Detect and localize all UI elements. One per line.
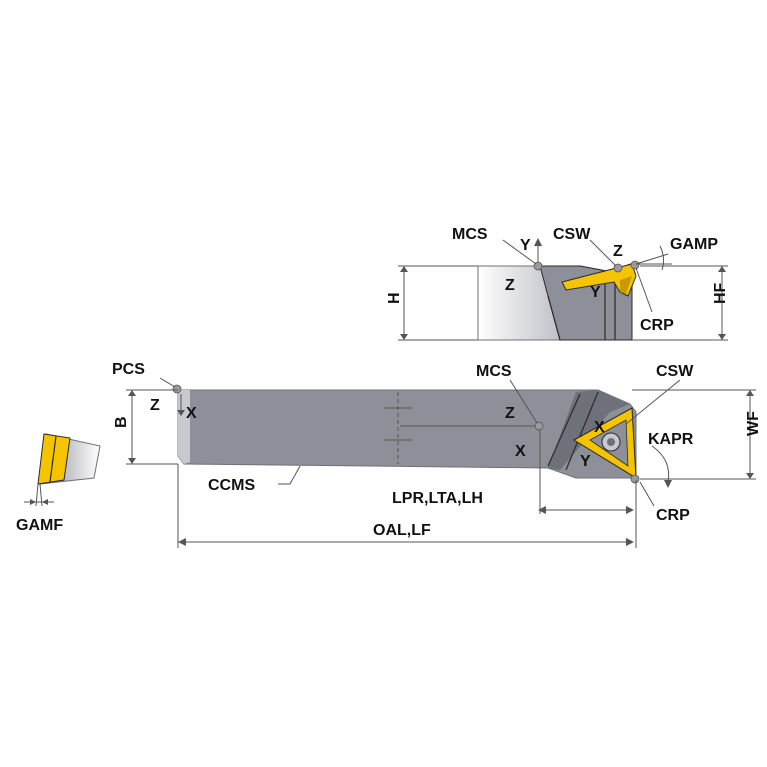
top-z-axis-2-label: Z <box>613 243 623 260</box>
main-b-label: B <box>113 416 130 428</box>
main-wf-label: WF <box>745 411 762 436</box>
main-crp-label: CRP <box>656 507 690 524</box>
main-csw-label: CSW <box>656 363 694 380</box>
main-mcs-label: MCS <box>476 363 512 380</box>
main-ccms-label: CCMS <box>208 477 255 494</box>
main-view: PCS Z X B MCS Z X CSW X Y KAPR WF CCMS L… <box>112 361 762 548</box>
top-gamp-label: GAMP <box>670 236 718 253</box>
side-view-insert <box>37 433 71 485</box>
top-view-edge <box>547 295 561 341</box>
insert-screw-center <box>607 438 615 446</box>
main-view-head-face <box>548 390 630 470</box>
main-x-axis-2-label: X <box>515 443 526 460</box>
main-oal-label: OAL,LF <box>373 522 431 539</box>
top-y-axis-label: Y <box>520 237 531 254</box>
top-csw-label: CSW <box>553 226 591 243</box>
main-pcs-label: PCS <box>112 361 145 378</box>
crp-marker <box>630 474 640 484</box>
top-z-axis-label: Z <box>505 277 515 294</box>
main-y-axis-label: Y <box>580 453 591 470</box>
side-view: GAMF <box>16 433 101 534</box>
top-view: MCS CSW GAMP Y Z Z Y CRP H HF <box>386 226 729 341</box>
main-z-axis-label: Z <box>150 397 160 414</box>
mcs-marker <box>534 421 544 431</box>
top-view-insert-shadow <box>620 276 632 294</box>
side-gamf-label: GAMF <box>16 517 63 534</box>
main-x-axis-label: X <box>186 405 197 422</box>
top-crp-label: CRP <box>640 317 674 334</box>
top-mcs-label: MCS <box>452 226 488 243</box>
main-x-axis-3-label: X <box>594 419 605 436</box>
main-kapr-label: KAPR <box>648 431 694 448</box>
main-lpr-label: LPR,LTA,LH <box>392 490 483 507</box>
top-h-label: H <box>386 292 403 304</box>
top-hf-label: HF <box>712 282 729 304</box>
top-y-axis-2-label: Y <box>590 284 601 301</box>
crp-marker <box>630 260 640 270</box>
main-view-shank-end <box>178 390 190 464</box>
main-z-axis-2-label: Z <box>505 405 515 422</box>
